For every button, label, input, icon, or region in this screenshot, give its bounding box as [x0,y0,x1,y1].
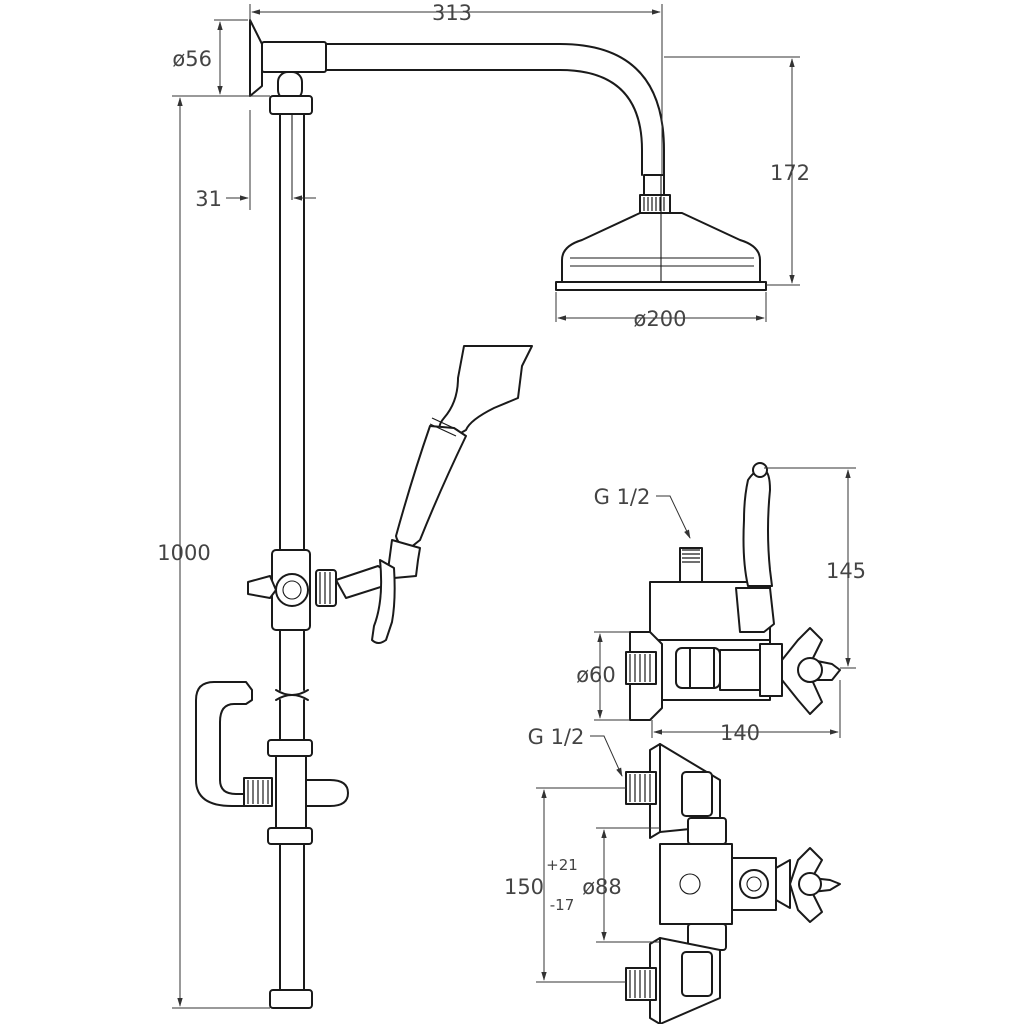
dimension-lines [172,4,856,1009]
dim-head-drop: 172 [770,161,810,185]
slider-bracket [247,549,391,631]
dim-wall-flange-dia: ø56 [172,47,212,71]
shower-head [555,174,767,291]
exposed-valve-bottom [625,743,841,1024]
dim-offset: 31 [195,187,222,211]
dim-valve-tol-plus: +21 [546,856,578,874]
dim-valve-centres: 150 [504,875,544,899]
mixer-cross-handle [781,627,841,715]
dim-head-dia: ø200 [634,307,687,331]
dim-valve-inlet-thread: G 1/2 [528,725,585,749]
hand-shower [371,345,533,644]
dim-valve-flange-dia: ø88 [582,875,622,899]
dim-arm-length: 313 [432,1,472,25]
dim-mixer-width: 140 [720,721,760,745]
dim-mixer-height: 145 [826,559,866,583]
dim-mixer-inlet-thread: G 1/2 [594,485,651,509]
shower-arm [325,43,665,176]
dim-rail-height: 1000 [157,541,210,565]
diverter-assembly [195,681,349,807]
dim-valve-tol-minus: -17 [550,896,575,914]
mixer-valve-top [625,462,783,721]
dimension-labels: 313 ø56 31 172 ø200 1000 145 G 1/2 ø60 1… [157,1,866,914]
slide-rail [267,71,313,1009]
dim-mixer-flange-dia: ø60 [576,663,616,687]
